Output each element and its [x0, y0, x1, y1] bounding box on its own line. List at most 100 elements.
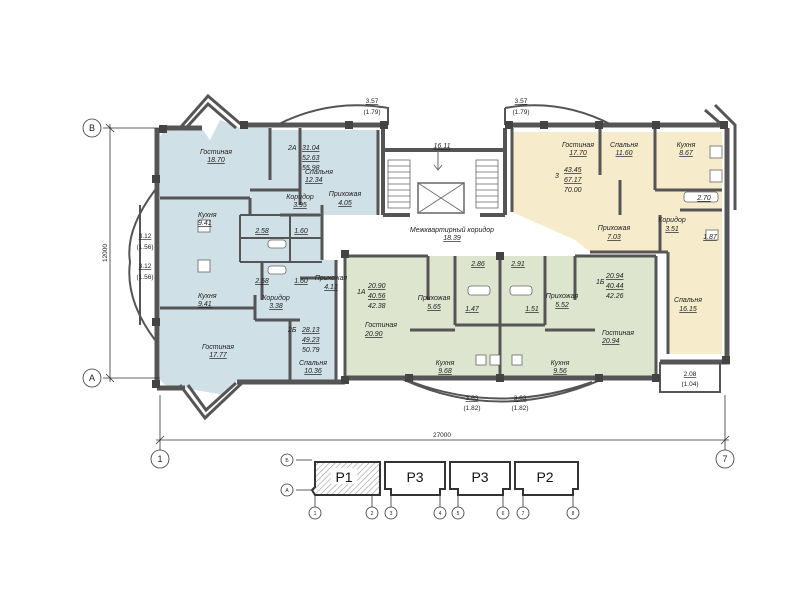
svg-text:17.70: 17.70: [569, 150, 587, 157]
svg-text:3.63: 3.63: [514, 395, 527, 402]
svg-text:(1.82): (1.82): [512, 405, 529, 412]
balcony-labels: 3.57 (1.79) 3.57 (1.79) 3.12 (1.56) 3.12…: [137, 98, 699, 412]
svg-text:3.63: 3.63: [466, 395, 479, 402]
apartment-2a-fill: [160, 120, 378, 265]
svg-text:7.03: 7.03: [607, 234, 621, 241]
room-living-1a: Гостиная: [365, 322, 397, 329]
svg-text:12.34: 12.34: [305, 177, 323, 184]
svg-text:40.44: 40.44: [606, 283, 624, 290]
room-stair: 16.11: [434, 143, 451, 150]
svg-text:Р1: Р1: [335, 469, 352, 485]
svg-text:43.45: 43.45: [564, 167, 582, 174]
svg-text:18.39: 18.39: [443, 235, 461, 242]
room-hall-2a: Прихожая: [329, 191, 362, 198]
staircase-core: [387, 150, 499, 214]
apartment-3-label: 3 43.45 67.17 70.00: [555, 167, 583, 194]
pillars: [152, 121, 730, 388]
svg-text:4.13: 4.13: [324, 284, 338, 291]
svg-text:(1.79): (1.79): [513, 109, 530, 116]
room-hall-1b: Прихожая: [546, 293, 579, 300]
room-living-1b: Гостиная: [602, 330, 634, 337]
room-bedroom-3b: Спальня: [674, 297, 702, 304]
interior-walls-1: [343, 250, 658, 378]
bathtub-3-icon: [683, 191, 719, 203]
dimension-height: 12000: [102, 244, 109, 262]
room-corridor-2b: Коридор: [262, 294, 290, 302]
axis-marker-left: [150, 449, 170, 469]
room-hall-1a: Прихожая: [418, 295, 451, 302]
svg-text:42.26: 42.26: [606, 293, 624, 300]
svg-text:1Б: 1Б: [596, 279, 605, 286]
interior-walls-bath-2: [239, 214, 322, 263]
room-hall-2b: Прихожая: [315, 275, 348, 282]
key-section-p3-a: Р3: [384, 461, 446, 496]
room-labels: Гостиная 18.70 Спальня 12.34 Прихожая 4.…: [198, 142, 718, 375]
svg-text:20.90: 20.90: [364, 331, 383, 338]
svg-text:6: 6: [502, 511, 505, 517]
dimension-width: 27000: [433, 432, 451, 439]
axis-label-bottom: А: [89, 373, 95, 383]
svg-text:1: 1: [314, 511, 317, 517]
apartment-2a-label: 2А 31.04 52.63 55.98: [287, 145, 320, 172]
room-kitchen-3: Кухня: [677, 142, 696, 149]
axis-marker-top: [82, 118, 102, 138]
svg-text:11.60: 11.60: [616, 150, 633, 157]
room-kitchen-2b: Кухня: [198, 293, 217, 300]
axes: [82, 118, 735, 469]
axis-label-right: 7: [722, 454, 727, 464]
svg-text:9.41: 9.41: [198, 301, 212, 308]
axis-marker-bottom: [82, 368, 102, 388]
svg-text:4.05: 4.05: [338, 200, 352, 207]
svg-text:10.36: 10.36: [304, 368, 322, 375]
room-living-3: Гостиная: [562, 142, 594, 149]
fixtures: [197, 145, 723, 366]
room-kitchen-2a: Кухня: [198, 212, 217, 219]
svg-text:3.12: 3.12: [139, 233, 152, 240]
stove-1a-icon: [475, 354, 487, 366]
sink-3-icon: [709, 169, 723, 183]
bathtub-2a-icon: [267, 239, 287, 249]
svg-text:(1.82): (1.82): [464, 405, 481, 412]
bay-window-top-left: [178, 93, 244, 130]
room-wc-3: 1.87: [703, 234, 718, 241]
svg-text:42.38: 42.38: [368, 303, 386, 310]
elevator-shaft: [417, 182, 465, 214]
svg-text:(1.79): (1.79): [364, 109, 381, 116]
svg-text:40.56: 40.56: [368, 293, 386, 300]
axis-label-top: В: [89, 123, 95, 133]
room-bath-3: 2.70: [696, 195, 711, 202]
room-bath-2a: 2.58: [254, 228, 269, 235]
svg-text:5.65: 5.65: [427, 304, 441, 311]
room-hall-3: Прихожая: [598, 225, 631, 232]
svg-text:20.90: 20.90: [367, 283, 386, 290]
key-plan: Б А 1 2 3 4 5 6 7 8 Р1 Р3 Р3 Р2: [280, 453, 580, 520]
svg-text:70.00: 70.00: [564, 187, 582, 194]
balcony-left-outline: [128, 189, 156, 341]
svg-text:3: 3: [390, 511, 393, 517]
interior-walls-core: [381, 128, 507, 217]
svg-text:2Б: 2Б: [287, 327, 297, 334]
room-wc-1a: 1.47: [465, 306, 480, 313]
bathtub-2b-icon: [267, 265, 287, 275]
svg-text:67.17: 67.17: [564, 177, 583, 184]
room-kitchen-1a: Кухня: [436, 360, 455, 367]
svg-text:(1.56): (1.56): [137, 244, 154, 251]
svg-text:28.13: 28.13: [301, 327, 320, 334]
bathtub-1a-icon: [467, 285, 491, 296]
svg-text:31.04: 31.04: [302, 145, 320, 152]
svg-text:7: 7: [522, 511, 525, 517]
svg-text:(1.04): (1.04): [682, 381, 699, 388]
svg-text:9.68: 9.68: [438, 368, 452, 375]
wall-bottom-left: [157, 379, 345, 391]
apartment-2b-label: 2Б 28.13 49.23 50.79: [287, 327, 320, 354]
svg-text:Р3: Р3: [406, 469, 423, 485]
svg-text:2А: 2А: [287, 145, 297, 152]
axis-marker-right: [715, 449, 735, 469]
svg-text:18.70: 18.70: [207, 157, 225, 164]
svg-text:2.08: 2.08: [684, 371, 697, 378]
svg-text:5.52: 5.52: [555, 302, 569, 309]
svg-text:(1.56): (1.56): [137, 274, 154, 281]
apartment-2b-fill: [160, 260, 336, 395]
interior-walls-3: [510, 128, 722, 354]
room-corridor-2a: Коридор: [286, 193, 314, 201]
